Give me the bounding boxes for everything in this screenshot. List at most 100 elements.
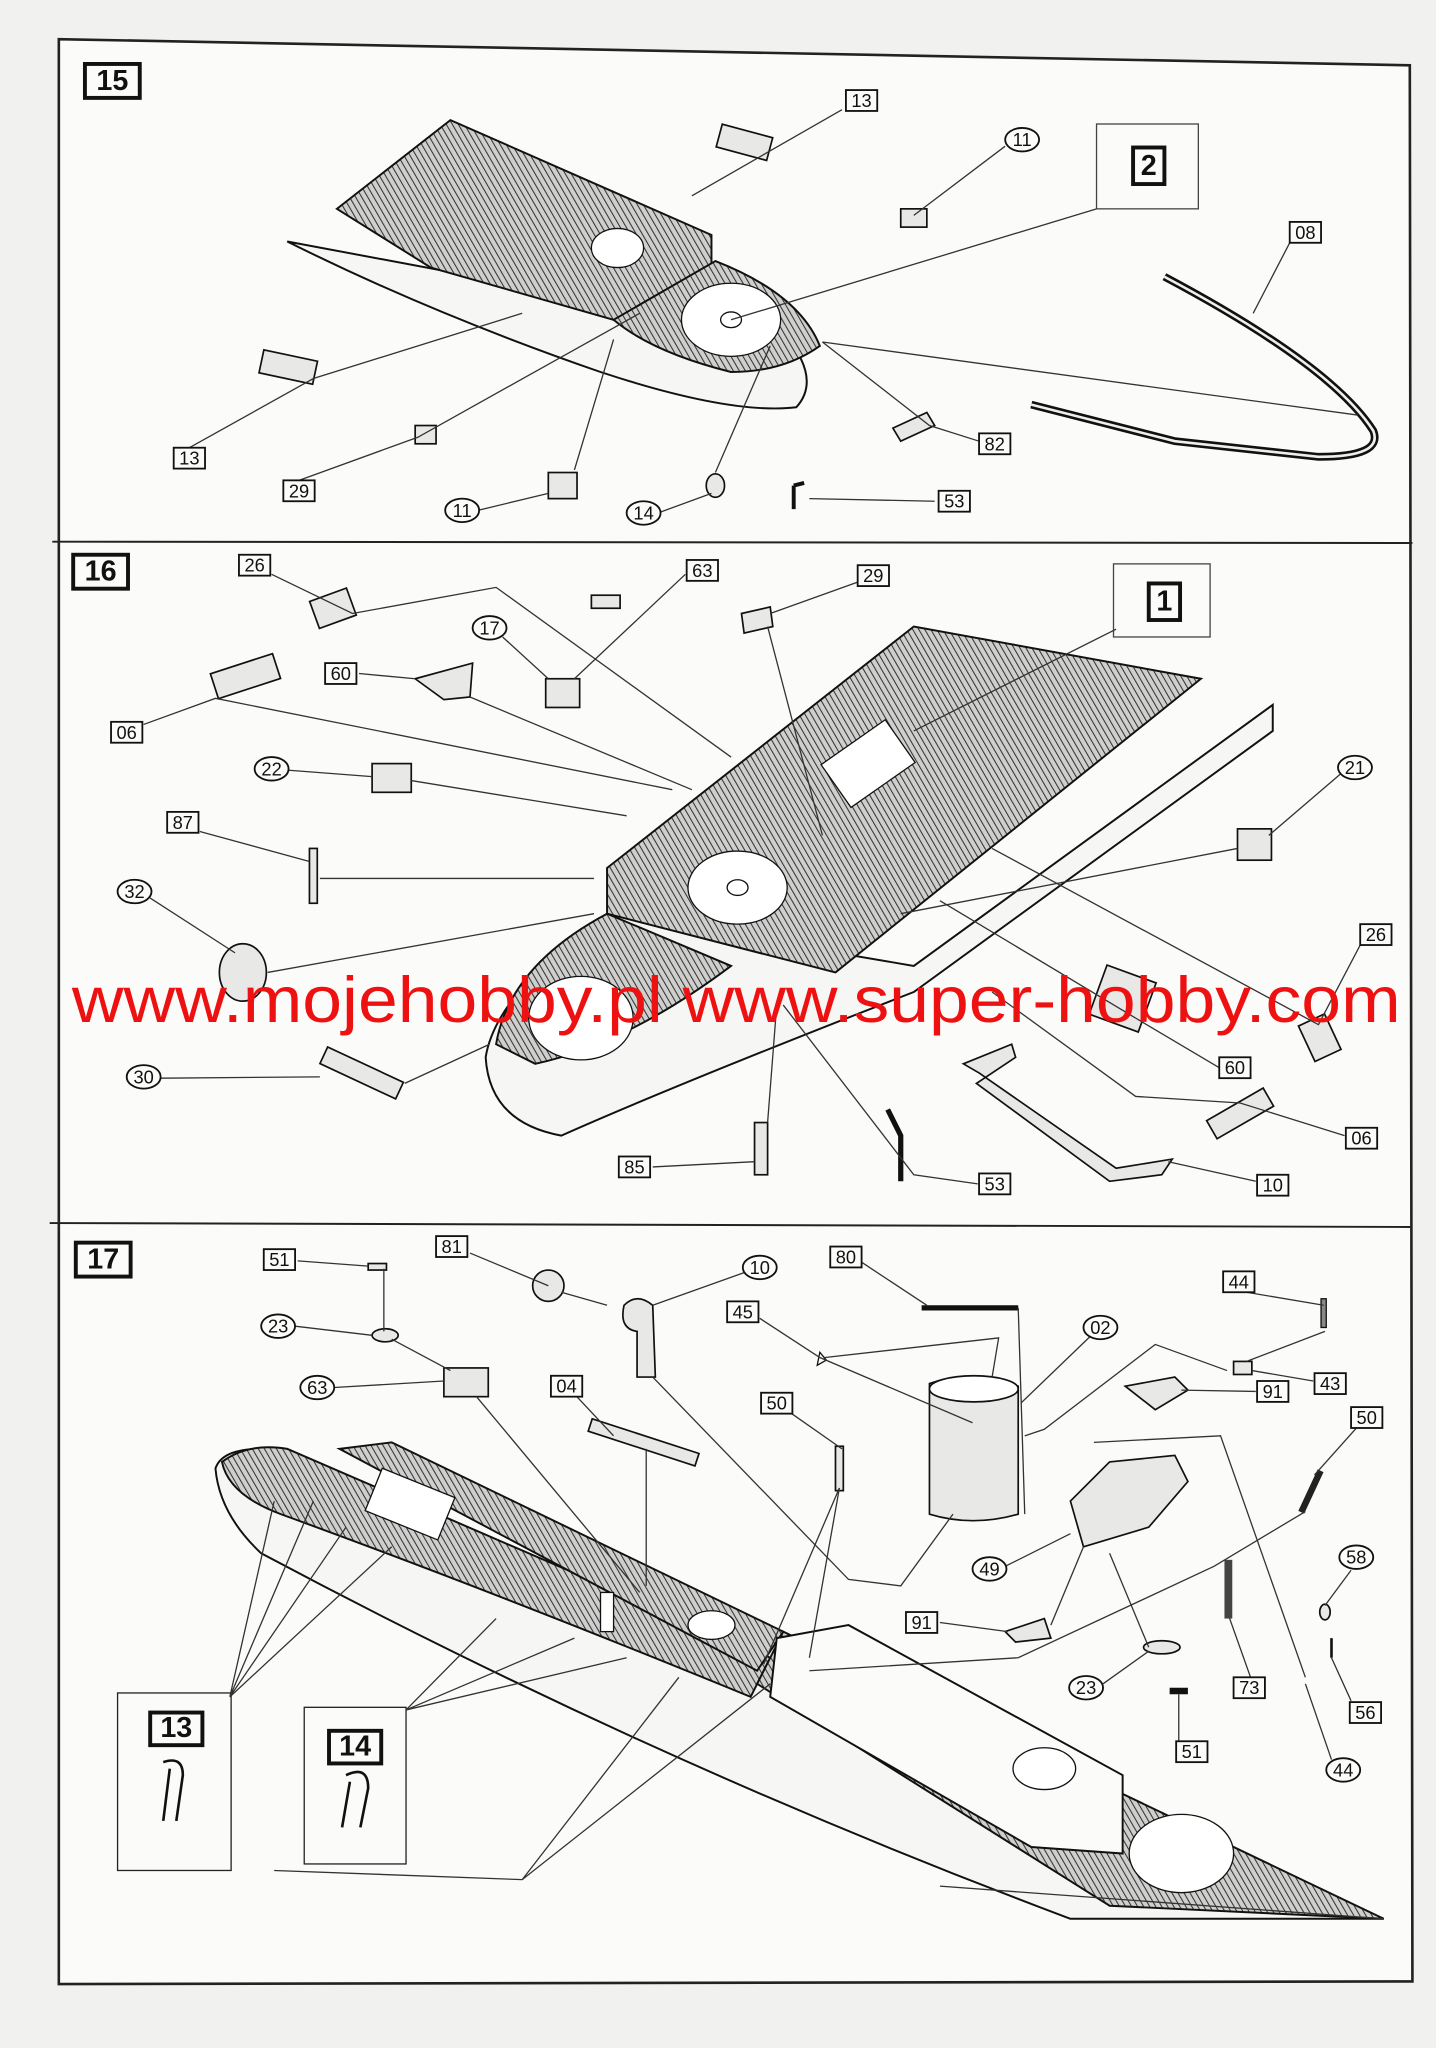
part-63: [590, 594, 621, 610]
part-label-22: 22: [253, 756, 290, 782]
part-label-17: 17: [471, 615, 508, 641]
part-10: [622, 1297, 657, 1378]
svg-text:06: 06: [1351, 1128, 1371, 1149]
part-label-02: 02: [1082, 1314, 1119, 1341]
part-label-23: 23: [260, 1313, 296, 1339]
part-53: [885, 1108, 904, 1182]
svg-text:73: 73: [1239, 1677, 1259, 1698]
part-82: [891, 411, 936, 443]
part-06: [209, 652, 282, 700]
svg-text:16: 16: [85, 556, 117, 588]
part-26: [1297, 1012, 1343, 1063]
part-label-10: 10: [1256, 1173, 1290, 1197]
part-58: [1318, 1603, 1332, 1621]
step-15: 15 2: [82, 62, 1379, 526]
svg-text:06: 06: [117, 722, 137, 743]
svg-text:14: 14: [633, 502, 653, 523]
part-label-44: 44: [1222, 1270, 1256, 1294]
svg-text:63: 63: [307, 1377, 327, 1398]
part-label-13: 13: [172, 446, 206, 470]
svg-text:17: 17: [87, 1244, 119, 1276]
svg-text:63: 63: [692, 560, 712, 581]
svg-text:29: 29: [289, 480, 309, 501]
svg-text:23: 23: [1076, 1677, 1096, 1698]
svg-text:80: 80: [836, 1246, 856, 1267]
svg-text:1: 1: [1156, 586, 1172, 618]
part-label-11: 11: [1004, 127, 1041, 153]
svg-text:14: 14: [339, 1730, 371, 1762]
part-label-30: 30: [125, 1064, 162, 1090]
davit-icon: [340, 1770, 370, 1828]
part-label-26: 26: [1359, 923, 1393, 946]
svg-text:32: 32: [124, 881, 144, 902]
part-label-51: 51: [262, 1248, 296, 1271]
part-label-06: 06: [110, 720, 144, 744]
svg-text:26: 26: [1366, 924, 1386, 945]
davit-icon: [161, 1759, 185, 1822]
part-label-26: 26: [238, 553, 272, 577]
svg-text:50: 50: [1357, 1407, 1377, 1428]
part-14: [705, 472, 726, 499]
part-50: [1298, 1469, 1324, 1514]
part-label-32: 32: [116, 878, 153, 905]
part-label-04: 04: [550, 1374, 584, 1398]
part-21: [1236, 828, 1273, 862]
part-label-50: 50: [760, 1391, 794, 1415]
svg-text:56: 56: [1355, 1702, 1375, 1723]
part-29: [740, 605, 774, 635]
part-60: [1088, 963, 1158, 1034]
part-label-87: 87: [166, 810, 200, 834]
part-label-60: 60: [1218, 1056, 1252, 1080]
svg-text:04: 04: [556, 1376, 576, 1397]
ladder-part-13: [715, 123, 774, 162]
part-label-10: 10: [741, 1254, 778, 1281]
part-label-14: 14: [625, 500, 662, 526]
railing-part-10: [961, 1043, 1175, 1183]
part-label-73: 73: [1232, 1676, 1266, 1700]
part-label-56: 56: [1348, 1701, 1383, 1724]
part-labels: 13 08 13 29 82 53 11 11 14: [172, 89, 1322, 526]
step-divider: [52, 540, 1413, 544]
part-label-80: 80: [829, 1245, 863, 1269]
part-label-60: 60: [324, 662, 358, 685]
svg-text:50: 50: [767, 1393, 787, 1414]
part-label-53: 53: [978, 1172, 1012, 1196]
svg-text:30: 30: [134, 1066, 154, 1087]
svg-text:60: 60: [331, 663, 351, 684]
svg-text:22: 22: [261, 758, 281, 779]
part-06: [1205, 1086, 1275, 1140]
step-16: 16 1: [71, 552, 1393, 1197]
subassembly-ref-1: 1: [1112, 563, 1211, 638]
svg-text:44: 44: [1229, 1271, 1249, 1292]
part-label-45: 45: [726, 1300, 760, 1324]
part-label-23: 23: [1068, 1675, 1104, 1701]
svg-text:44: 44: [1333, 1759, 1353, 1780]
part-23: [371, 1327, 400, 1343]
part-label-53: 53: [937, 489, 971, 513]
part-11: [899, 207, 928, 228]
part-label-29: 29: [856, 564, 890, 587]
part-91: [1003, 1617, 1052, 1643]
svg-text:08: 08: [1295, 222, 1315, 243]
part-43: [1232, 1360, 1253, 1376]
step-divider: [49, 1222, 1413, 1228]
svg-text:10: 10: [1263, 1175, 1283, 1196]
part-label-06: 06: [1344, 1126, 1379, 1150]
ladder-part-13: [257, 348, 319, 386]
svg-text:26: 26: [244, 555, 264, 576]
svg-text:29: 29: [863, 565, 883, 586]
part-51: [1169, 1687, 1188, 1695]
leader-lines: [189, 109, 1358, 514]
part-label-63: 63: [299, 1374, 336, 1401]
railing-part-08: [1030, 273, 1379, 461]
part-label-43: 43: [1313, 1372, 1347, 1395]
part-labels: 51 81 80 45 04 50 44 43 91 50 91 73 51 5…: [260, 1235, 1384, 1783]
part-label-11: 11: [444, 497, 481, 524]
railing-part-04: [587, 1417, 701, 1467]
svg-text:45: 45: [733, 1301, 753, 1322]
detail-ref-14: 14: [303, 1706, 407, 1865]
svg-text:10: 10: [750, 1257, 770, 1278]
part-label-08: 08: [1288, 220, 1322, 244]
svg-text:11: 11: [1013, 129, 1032, 150]
part-30: [318, 1045, 405, 1101]
